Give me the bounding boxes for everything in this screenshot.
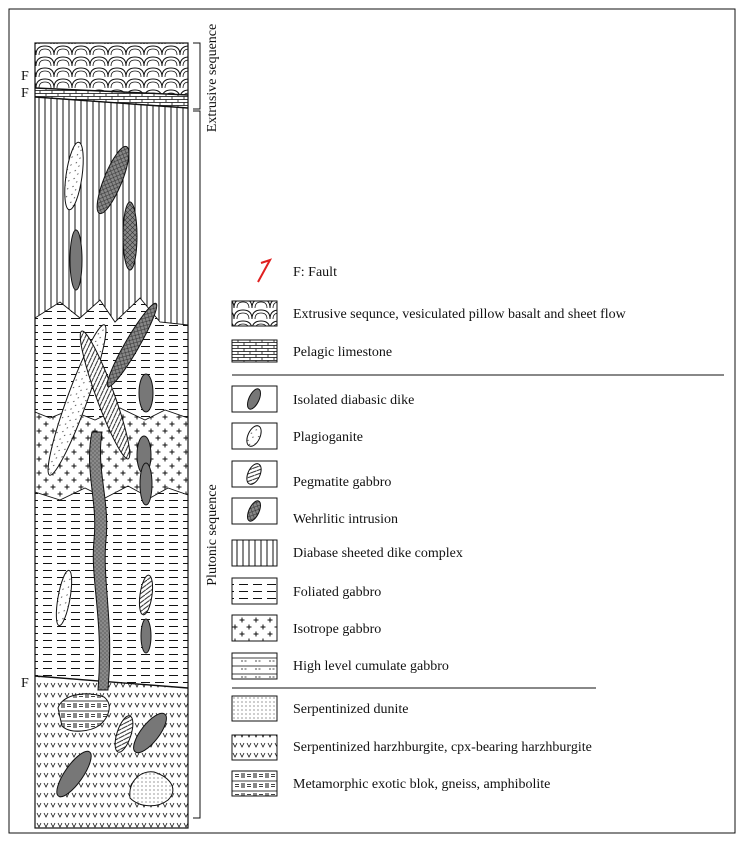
fault-symbol-icon — [258, 260, 270, 282]
legend-swatch-isotrope — [232, 615, 277, 641]
unit-foliated-gabbro-lower — [35, 486, 188, 688]
legend-label-extrusive: Extrusive sequnce, vesiculated pillow ba… — [293, 307, 627, 322]
plutonic-sequence-label: Plutonic sequence — [205, 484, 220, 585]
legend-swatch-exotic-block — [232, 771, 277, 796]
legend-swatch-limestone — [232, 340, 277, 362]
isolated-diabasic-dike-body — [70, 230, 82, 290]
isolated-diabasic-dike-body — [141, 619, 151, 653]
legend-label-plagiogranite: Plagioganite — [293, 430, 363, 445]
legend-label-limestone: Pelagic limestone — [293, 345, 392, 360]
legend-label-dike: Isolated diabasic dike — [293, 393, 414, 408]
legend-swatch-dunite — [232, 696, 277, 721]
fault-label-2: F — [21, 86, 29, 101]
isolated-diabasic-dike-body — [139, 374, 153, 412]
legend-label-cumulate: High level cumulate gabbro — [293, 659, 449, 674]
unit-extrusive-pillow-basalt — [35, 43, 188, 95]
legend-label-isotrope: Isotrope gabbro — [293, 622, 381, 637]
legend-swatch-harzburgite — [232, 735, 277, 760]
plutonic-sequence-bracket — [193, 111, 200, 818]
legend-swatch-pillow-basalt — [232, 301, 277, 326]
legend: F: Fault Extrusive sequnce, vesiculated … — [232, 260, 724, 796]
extrusive-sequence-label: Extrusive sequence — [205, 24, 220, 132]
legend-swatch-sheeted-dikes — [232, 540, 277, 566]
legend-label-sheeted: Diabase sheeted dike complex — [293, 546, 463, 561]
legend-label-wehrlite: Wehrlitic intrusion — [293, 512, 398, 527]
unit-sheeted-dike-complex — [35, 97, 188, 325]
legend-label-exotic: Metamorphic exotic blok, gneiss, amphibo… — [293, 777, 550, 792]
legend-swatch-foliated — [232, 578, 277, 604]
legend-label-dunite: Serpentinized dunite — [293, 702, 408, 717]
extrusive-sequence-bracket — [193, 43, 200, 109]
stratigraphic-column — [35, 43, 188, 828]
fault-label-1: F — [21, 69, 29, 84]
isolated-diabasic-dike-body — [140, 463, 152, 505]
legend-label-fault: F: Fault — [293, 265, 337, 280]
legend-label-foliated: Foliated gabbro — [293, 585, 381, 600]
legend-label-harzburgite: Serpentinized harzhburgite, cpx-bearing … — [293, 740, 592, 755]
legend-swatch-cumulate — [232, 653, 277, 679]
wehrlitic-intrusion-body — [123, 202, 137, 270]
unit-serpentinized-harzburgite — [35, 676, 188, 828]
fault-label-3: F — [21, 676, 29, 691]
legend-label-pegmatite: Pegmatite gabbro — [293, 475, 391, 490]
